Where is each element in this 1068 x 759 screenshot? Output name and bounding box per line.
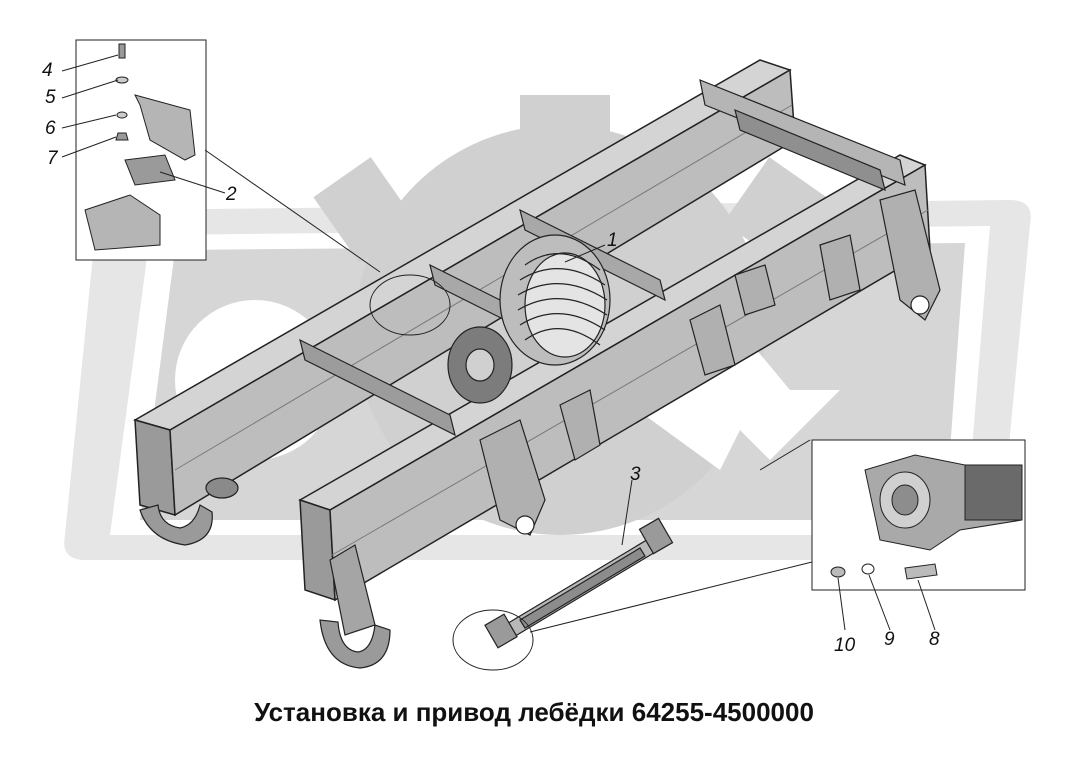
- leader-lines: [61, 54, 936, 633]
- suspension-brackets: [479, 189, 941, 536]
- callout-3: 3: [630, 464, 641, 485]
- drive-shaft: [484, 517, 674, 649]
- callout-5: 5: [45, 87, 56, 108]
- diagram-caption: Установка и привод лебёдки 64255-4500000: [254, 697, 814, 727]
- winch-drum: [447, 234, 611, 404]
- callout-7: 7: [47, 148, 58, 169]
- callout-9: 9: [884, 629, 895, 650]
- callout-6: 6: [45, 118, 56, 139]
- callout-8: 8: [929, 629, 940, 650]
- callout-1: 1: [607, 230, 618, 251]
- frame-rail-right: [298, 154, 931, 602]
- inset-joint-detail: [811, 439, 1026, 591]
- tow-hooks: [139, 477, 391, 669]
- callout-10: 10: [834, 635, 856, 656]
- inset-bracket-detail: [75, 39, 207, 261]
- detail-circles: [369, 274, 534, 671]
- callout-2: 2: [226, 184, 237, 205]
- callout-4: 4: [42, 60, 53, 81]
